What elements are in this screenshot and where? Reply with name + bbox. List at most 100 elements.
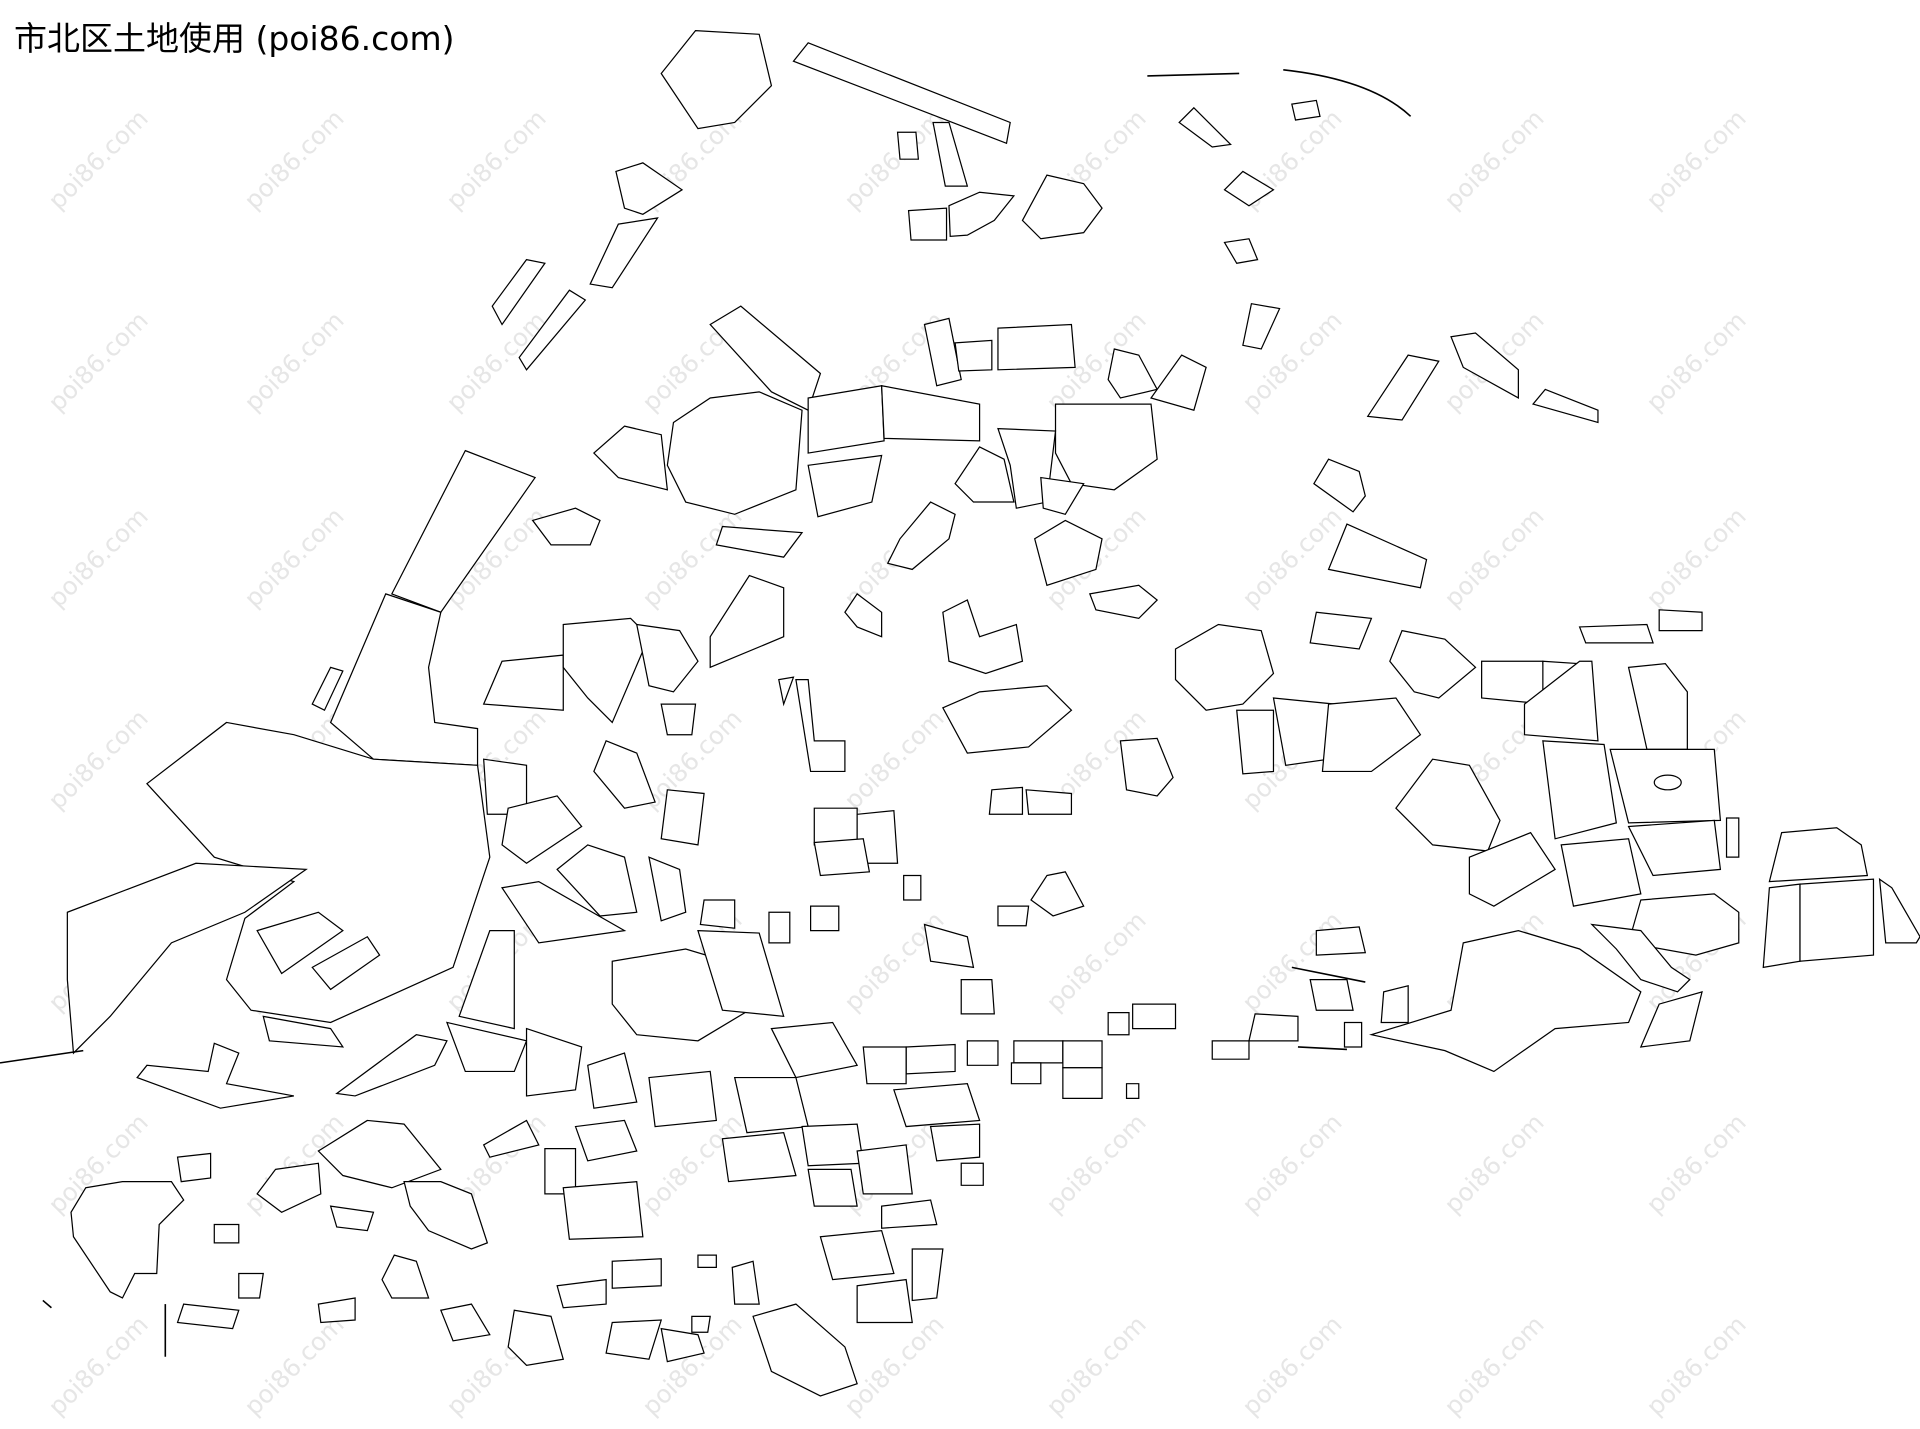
parcel[interactable] [960,978,995,1015]
parcel[interactable] [592,425,669,491]
parcel[interactable] [1013,1040,1064,1064]
parcel[interactable] [1062,1067,1103,1099]
parcel[interactable] [1309,611,1373,650]
parcel[interactable] [1389,629,1477,699]
parcel[interactable] [1627,819,1722,877]
parcel[interactable] [929,1123,981,1162]
parcel[interactable] [213,1223,240,1244]
parcel[interactable] [381,1254,430,1299]
parcel[interactable] [1523,660,1599,742]
parcel[interactable] [507,1309,565,1366]
parcel[interactable] [1223,238,1259,264]
parcel[interactable] [256,1162,322,1213]
parcel[interactable] [482,654,564,711]
parcel[interactable] [605,1319,663,1360]
parcel[interactable] [262,1015,345,1048]
parcel[interactable] [709,574,785,669]
parcel[interactable] [1242,302,1281,350]
parcel[interactable] [881,1199,938,1229]
parcel[interactable] [611,1258,662,1289]
parcel[interactable] [660,703,697,736]
parcel[interactable] [948,191,1016,237]
parcel[interactable] [648,856,687,922]
parcel[interactable] [709,305,822,412]
parcel[interactable] [1327,523,1428,589]
parcel[interactable] [1658,609,1703,632]
parcel[interactable] [801,1123,864,1167]
parcel[interactable] [1236,709,1275,775]
parcel[interactable] [807,385,885,454]
parcel[interactable] [997,905,1030,927]
parcel[interactable] [562,1180,644,1240]
parcel[interactable] [660,789,705,846]
parcel[interactable] [1088,584,1159,620]
parcel[interactable] [635,623,699,693]
parcel[interactable] [1343,1021,1363,1048]
parcel[interactable] [942,685,1073,754]
parcel[interactable] [1150,354,1207,411]
parcel[interactable] [317,1119,442,1189]
parcel[interactable] [1248,1013,1299,1042]
parcel[interactable] [491,258,546,326]
parcel[interactable] [923,317,962,387]
parcel[interactable] [458,930,515,1030]
parcel[interactable] [733,1076,809,1134]
parcel[interactable] [1107,348,1159,399]
parcel[interactable] [256,911,344,975]
parcel[interactable] [1450,332,1519,400]
parcel[interactable] [66,862,308,1055]
parcel[interactable] [792,42,1011,145]
parcel[interactable] [1590,923,1691,993]
parcel[interactable] [697,929,785,1018]
parcel[interactable] [593,740,656,809]
parcel[interactable] [942,599,1024,675]
parcel[interactable] [1639,990,1703,1048]
parcel[interactable] [1313,458,1366,513]
parcel[interactable] [997,323,1076,371]
parcel[interactable] [70,1181,185,1299]
parcel[interactable] [1627,663,1688,751]
parcel[interactable] [907,207,948,241]
parcel[interactable] [966,1040,999,1066]
parcel[interactable] [844,593,883,638]
parcel[interactable] [1560,838,1642,907]
parcel[interactable] [1062,1040,1103,1069]
parcel[interactable] [1768,827,1869,883]
parcel[interactable] [768,911,791,944]
parcel[interactable] [1040,476,1085,516]
parcel[interactable] [1132,1003,1177,1030]
parcel[interactable] [574,1119,638,1162]
parcel[interactable] [697,1254,717,1268]
parcel[interactable] [1223,170,1275,207]
parcel[interactable] [1531,388,1599,424]
parcel[interactable] [1010,1062,1042,1085]
parcel[interactable] [482,1119,540,1158]
parcel[interactable] [731,1260,760,1305]
parcel[interactable] [954,446,1015,503]
parcel[interactable] [1178,106,1232,148]
parcel[interactable] [1107,1012,1130,1036]
parcel[interactable] [1799,878,1875,962]
parcel[interactable] [1030,871,1085,917]
parcel[interactable] [880,384,981,442]
parcel[interactable] [556,844,638,917]
parcel[interactable] [136,1042,294,1109]
parcel[interactable] [856,1278,913,1324]
parcel[interactable] [923,923,975,969]
parcel[interactable] [445,1021,528,1073]
parcel[interactable] [691,1315,711,1333]
parcel[interactable] [1315,926,1367,956]
parcel[interactable] [439,1303,491,1342]
parcel[interactable] [988,786,1024,815]
parcel[interactable] [1309,978,1354,1011]
parcel[interactable] [810,905,840,932]
parcel[interactable] [1762,883,1801,969]
parcel[interactable] [525,1027,583,1097]
parcel[interactable] [311,935,381,991]
parcel[interactable] [807,454,883,518]
parcel[interactable] [335,1034,448,1097]
parcel[interactable] [176,1303,240,1330]
parcel[interactable] [1366,354,1440,421]
parcel[interactable] [1119,737,1174,797]
